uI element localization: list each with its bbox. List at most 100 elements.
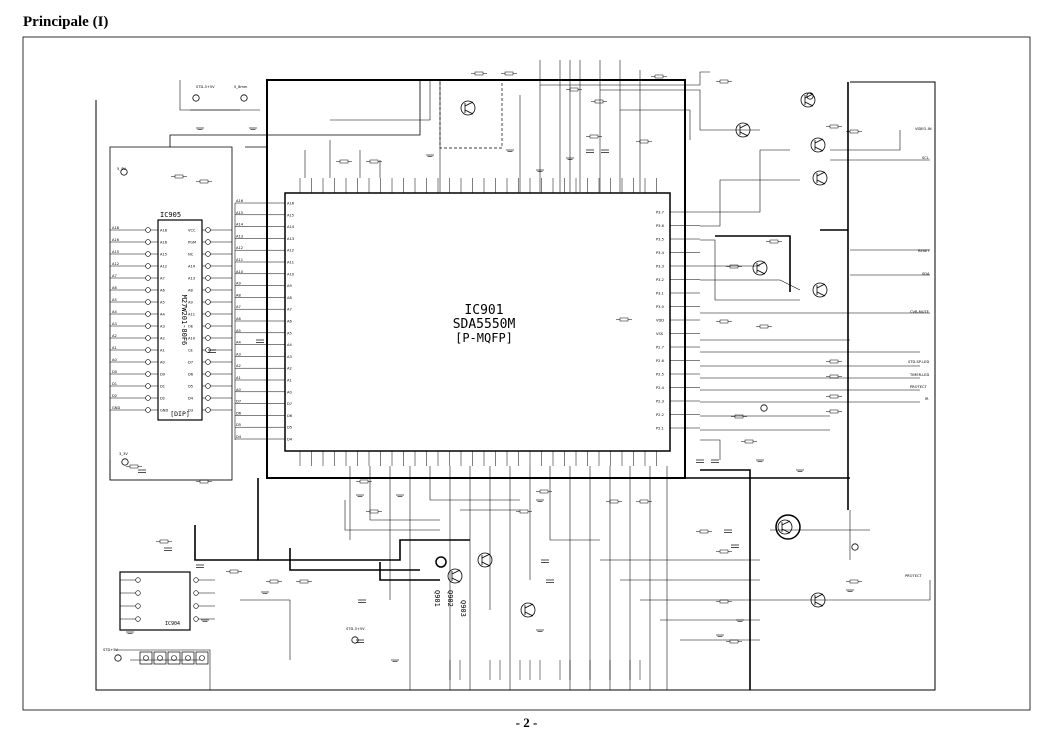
net-right-out-6: STD-SP-LED (908, 360, 929, 364)
transistor-symbol (520, 602, 536, 618)
test-point-symbol (760, 404, 768, 412)
ic901-left-net-label: D5 (236, 423, 241, 427)
ic901-left-pin-label: A8 (287, 296, 292, 300)
ic901-left-net-label: A8 (236, 293, 241, 297)
resistor-symbol (589, 134, 599, 139)
ic901-left-pin-label: A16 (287, 202, 295, 206)
resistor-symbol (609, 499, 619, 504)
ic901-left-pin-label: A1 (287, 379, 292, 383)
part-labels (114, 71, 862, 680)
test-point-symbol (192, 94, 200, 102)
ic905-left-net-label: A16 (112, 238, 120, 242)
ic905-right-pin-label: A8 (188, 289, 193, 293)
ic905-pin (145, 371, 151, 377)
large-device-symbol (775, 514, 801, 540)
ic901-left-net-label: A5 (236, 329, 241, 333)
ic901-left-net-label: A9 (236, 282, 241, 286)
ic901-ref: IC901 (464, 303, 503, 318)
ic905-pin (145, 263, 151, 269)
ic905-left-pin-label: A0 (160, 361, 165, 365)
test-point-symbol (240, 94, 248, 102)
resistor-symbol (744, 439, 754, 444)
ic901-left-pin-label: A14 (287, 225, 295, 229)
ic905-pin (205, 359, 211, 365)
ic901-left-net-label: A7 (236, 305, 241, 309)
ic901-left-net-label: D4 (236, 435, 242, 439)
ic901-right-pin-label: P2.1 (656, 427, 664, 431)
page-frame (22, 36, 1031, 711)
ic901-left-net-label: A0 (236, 388, 241, 392)
test-point-symbol (114, 654, 122, 662)
ic905-left-net-label: A12 (112, 262, 119, 266)
ic901-left-net-label: A2 (236, 364, 241, 368)
resistor-symbol (849, 579, 859, 584)
ic901-left-net-label: A12 (236, 246, 243, 250)
inner-border (95, 81, 936, 691)
ic901-right-pin-label: P3.0 (656, 305, 665, 309)
resistor-symbol (229, 569, 239, 574)
connector-pin (181, 651, 195, 665)
ic905-left-pin-label: GND (160, 409, 168, 413)
resistor-symbol (829, 409, 839, 414)
ic905-pin (205, 275, 211, 281)
ic901-left-net-label: A3 (236, 352, 241, 356)
net-left-mid-supply: 3_3V (119, 452, 128, 456)
net-right-out-2: SCL (922, 156, 929, 160)
ic901-left-net-label: D6 (236, 411, 242, 415)
page-number: - 2 - (515, 715, 538, 730)
ic905-left-net-label: D0 (112, 370, 118, 374)
ic901-left-pin-label: D4 (287, 438, 293, 442)
page-title: Principale (I) (23, 14, 109, 30)
ic901-left-pin-label: A2 (287, 367, 292, 371)
ic905-left-net-label: D1 (112, 382, 117, 386)
ic901-left-pin-label: A9 (287, 284, 292, 288)
ic905-right-pin-label: D5 (188, 385, 193, 389)
ic905-pin (145, 299, 151, 305)
ic901-right-pin-label: P3.5 (656, 238, 664, 242)
ic905-package: [DIP] (170, 410, 190, 418)
ic901-left-pin-label: D5 (287, 426, 292, 430)
ic901-left-pin-label: D6 (287, 414, 293, 418)
net-right-out-3: RESET (918, 249, 930, 253)
resistor-symbol (159, 539, 169, 544)
ic901-right-pin-label: P3.2 (656, 278, 664, 282)
heavy-bus (194, 82, 850, 690)
ic901-left-pin-label: A6 (287, 320, 292, 324)
transistor-symbol (810, 592, 826, 608)
net-bottom-left-supply: STD+5V (103, 648, 119, 652)
ic905-pin (205, 371, 211, 377)
net-left-supply: 5_SV (117, 167, 126, 171)
ic901-top-pins (299, 178, 657, 193)
transistor-symbol (810, 137, 826, 153)
resistor-symbol (569, 87, 579, 92)
resistor-symbol (734, 414, 744, 419)
ic905-pin (145, 323, 151, 329)
resistor-symbol (539, 489, 549, 494)
left-bus-border (109, 146, 233, 481)
ic905-pin (205, 227, 211, 233)
ic905-right-pin-label: D4 (188, 397, 194, 401)
ic905-right-pin-label: A14 (188, 265, 196, 269)
transistor-symbol (812, 170, 828, 186)
ic901-package: [P-MQFP] (455, 331, 513, 345)
ic905-left-net-label: A18 (112, 226, 120, 230)
resistor-symbol (719, 319, 729, 324)
ic905-right-pin-label: OE (188, 325, 194, 329)
ic905-pin (205, 287, 211, 293)
resistor-symbol (849, 129, 859, 134)
ic901-right-pin-label: P3.4 (656, 251, 665, 255)
ic905-pin (145, 251, 151, 257)
ic905-left-pin-label: A7 (160, 277, 165, 281)
resistor-symbol (699, 529, 709, 534)
test-point-symbol (351, 636, 359, 644)
connector-pin (139, 651, 153, 665)
resistor-symbol (829, 394, 839, 399)
net-right-out-10: PROTECT (905, 574, 922, 578)
q901-label: Q901 (433, 590, 441, 607)
ic905-left-pin-label: A4 (160, 313, 165, 317)
net-right-out-4: SDA (922, 272, 930, 276)
resistor-symbol (829, 374, 839, 379)
resistor-symbol (269, 579, 279, 584)
ic901-left-pin-label: A0 (287, 390, 292, 394)
ic905-left-net-label: A6 (112, 286, 117, 290)
